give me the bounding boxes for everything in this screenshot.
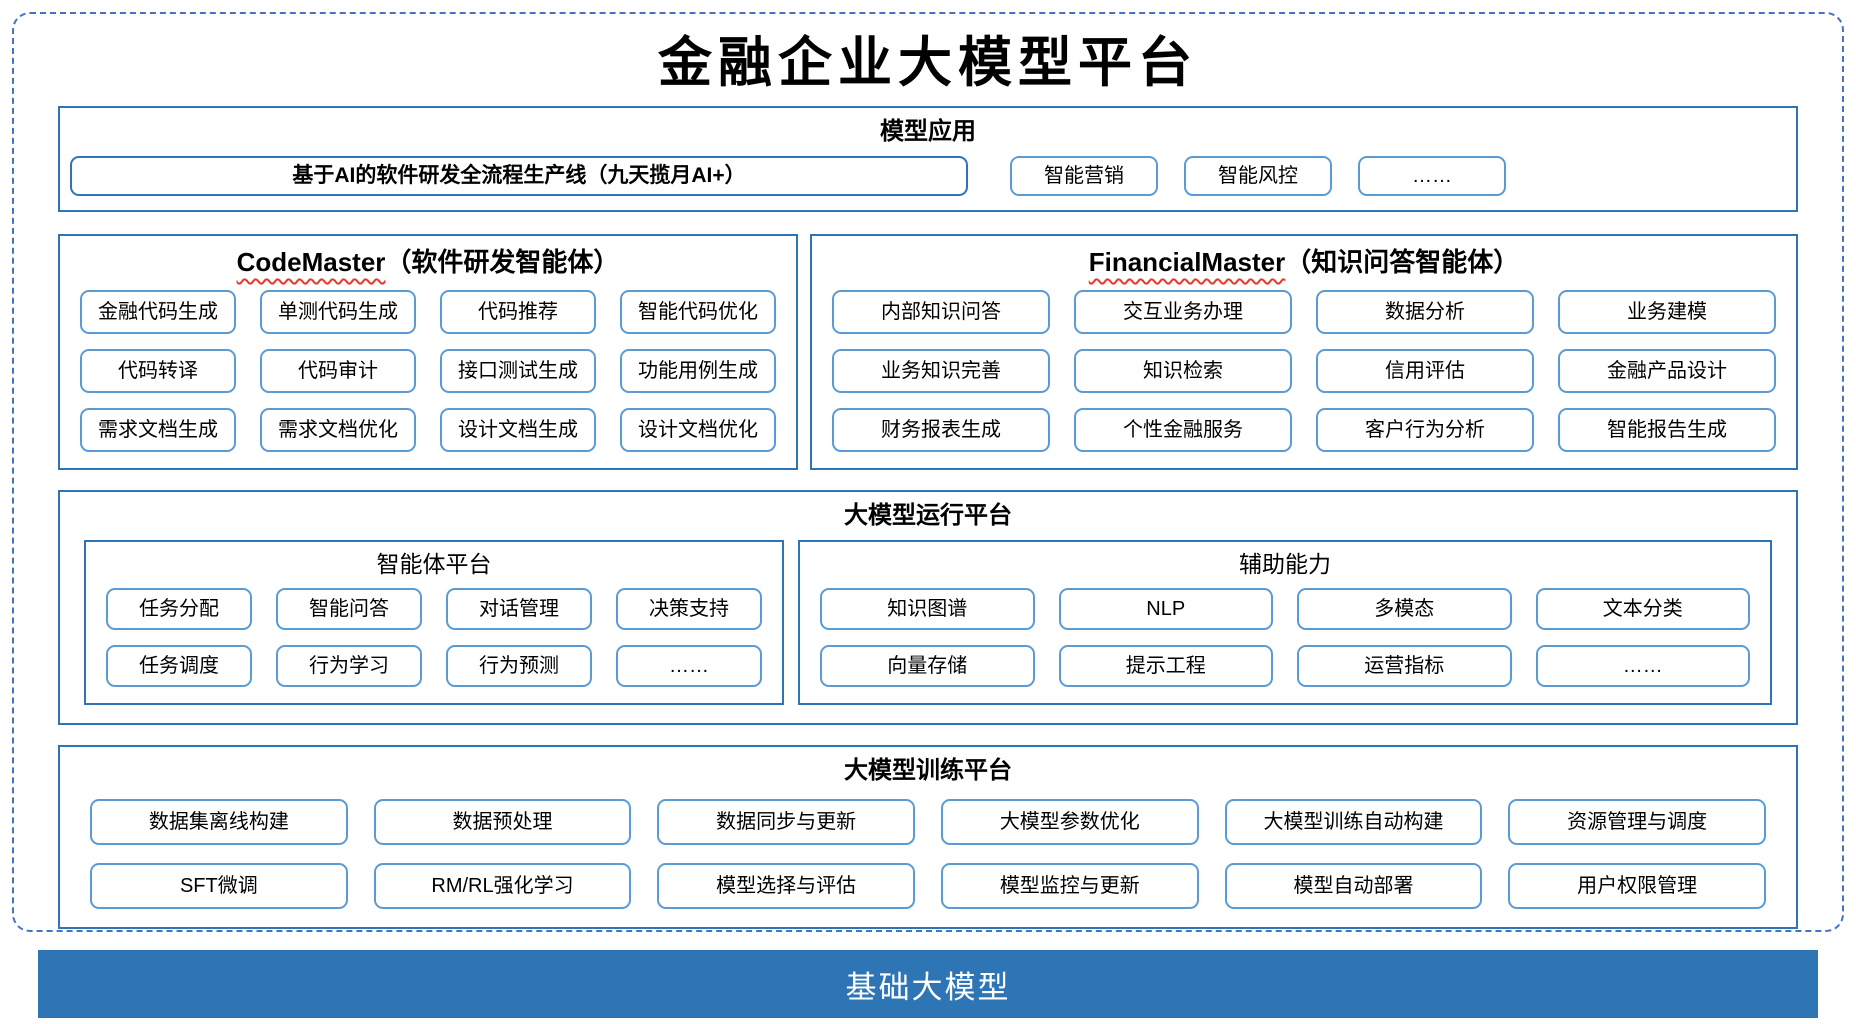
capability-pill: 提示工程 — [1058, 645, 1273, 687]
runtime-platform-title: 大模型运行平台 — [844, 502, 1012, 529]
pill-ai-dev-pipeline: 基于AI的软件研发全流程生产线（九天揽月AI+） — [70, 156, 968, 196]
capability-pill: 大模型训练自动构建 — [1224, 799, 1483, 845]
capability-pill: 任务调度 — [106, 645, 252, 687]
codemaster-grid: 金融代码生成 单测代码生成 代码推荐 智能代码优化 代码转译 代码审计 接口测试… — [80, 290, 776, 452]
foundation-model-bar: 基础大模型 — [38, 950, 1818, 1018]
capability-pill: 个性金融服务 — [1074, 408, 1292, 452]
capability-pill: 行为预测 — [446, 645, 592, 687]
capability-pill: 金融产品设计 — [1558, 349, 1776, 393]
capability-pill: 内部知识问答 — [832, 290, 1050, 334]
subsection-auxiliary-capabilities: 辅助能力 知识图谱 NLP 多模态 文本分类 向量存储 提示工程 运营指标 …… — [798, 540, 1772, 705]
codemaster-name: CodeMaster — [236, 247, 386, 277]
capability-pill: 向量存储 — [820, 645, 1035, 687]
capability-pill: 客户行为分析 — [1316, 408, 1534, 452]
capability-pill: 数据集离线构建 — [90, 799, 348, 845]
codemaster-title: CodeMaster（软件研发智能体） — [80, 244, 776, 280]
auxiliary-capabilities-title: 辅助能力 — [1239, 551, 1331, 577]
training-platform-title: 大模型训练平台 — [844, 757, 1012, 784]
capability-pill: 知识图谱 — [820, 588, 1035, 630]
capability-pill: 知识检索 — [1074, 349, 1292, 393]
capability-pill: 业务知识完善 — [832, 349, 1050, 393]
capability-pill: 模型自动部署 — [1224, 863, 1483, 909]
capability-pill: 代码转译 — [80, 349, 236, 393]
training-platform-grid: 数据集离线构建 数据预处理 数据同步与更新 大模型参数优化 大模型训练自动构建 … — [90, 799, 1766, 909]
capability-pill: 设计文档优化 — [620, 408, 776, 452]
capability-pill: 数据预处理 — [373, 799, 632, 845]
capability-pill: 单测代码生成 — [260, 290, 416, 334]
capability-pill: NLP — [1058, 588, 1273, 630]
capability-pill: 业务建模 — [1558, 290, 1776, 334]
capability-pill: 多模态 — [1297, 588, 1512, 630]
capability-pill: 大模型参数优化 — [940, 799, 1199, 845]
section-model-applications: 模型应用 基于AI的软件研发全流程生产线（九天揽月AI+） 智能营销 智能风控 … — [58, 106, 1798, 212]
capability-pill: SFT微调 — [90, 863, 348, 909]
capability-pill: 模型监控与更新 — [940, 863, 1199, 909]
financialmaster-name: FinancialMaster — [1088, 247, 1286, 277]
capability-pill: 智能报告生成 — [1558, 408, 1776, 452]
capability-pill: 代码审计 — [260, 349, 416, 393]
capability-pill: 行为学习 — [276, 645, 422, 687]
pill-ellipsis: …… — [1358, 156, 1506, 196]
section-financialmaster: FinancialMaster（知识问答智能体） 内部知识问答 交互业务办理 数… — [810, 234, 1798, 470]
pill-smart-marketing: 智能营销 — [1010, 156, 1158, 196]
capability-pill: …… — [1535, 645, 1750, 687]
capability-pill: 模型选择与评估 — [657, 863, 915, 909]
capability-pill: 信用评估 — [1316, 349, 1534, 393]
capability-pill: 设计文档生成 — [440, 408, 596, 452]
capability-pill: 数据分析 — [1316, 290, 1534, 334]
financialmaster-grid: 内部知识问答 交互业务办理 数据分析 业务建模 业务知识完善 知识检索 信用评估… — [832, 290, 1776, 452]
capability-pill: 智能代码优化 — [620, 290, 776, 334]
page-title: 金融企业大模型平台 — [658, 30, 1198, 94]
section-training-platform: 大模型训练平台 数据集离线构建 数据预处理 数据同步与更新 大模型参数优化 大模… — [58, 745, 1798, 929]
section-runtime-platform: 大模型运行平台 智能体平台 任务分配 智能问答 对话管理 决策支持 任务调度 行… — [58, 490, 1798, 725]
capability-pill: 需求文档优化 — [260, 408, 416, 452]
financialmaster-title: FinancialMaster（知识问答智能体） — [832, 244, 1776, 280]
capability-pill: 交互业务办理 — [1074, 290, 1292, 334]
model-applications-row: 基于AI的软件研发全流程生产线（九天揽月AI+） 智能营销 智能风控 …… — [70, 156, 1786, 196]
subsection-agent-platform: 智能体平台 任务分配 智能问答 对话管理 决策支持 任务调度 行为学习 行为预测… — [84, 540, 784, 705]
capability-pill: 智能问答 — [276, 588, 422, 630]
capability-pill: 文本分类 — [1535, 588, 1750, 630]
capability-pill: 用户权限管理 — [1508, 863, 1766, 909]
outer-dashed-frame: 金融企业大模型平台 模型应用 基于AI的软件研发全流程生产线（九天揽月AI+） … — [12, 12, 1844, 932]
capability-pill: 任务分配 — [106, 588, 252, 630]
financialmaster-subtitle: （知识问答智能体） — [1285, 247, 1520, 277]
capability-pill: 对话管理 — [446, 588, 592, 630]
agent-platform-title: 智能体平台 — [376, 551, 492, 577]
runtime-row: 智能体平台 任务分配 智能问答 对话管理 决策支持 任务调度 行为学习 行为预测… — [84, 540, 1772, 705]
section-codemaster: CodeMaster（软件研发智能体） 金融代码生成 单测代码生成 代码推荐 智… — [58, 234, 798, 470]
model-applications-title: 模型应用 — [880, 118, 976, 145]
capability-pill: 决策支持 — [616, 588, 762, 630]
capability-pill: 功能用例生成 — [620, 349, 776, 393]
capability-pill: 接口测试生成 — [440, 349, 596, 393]
agent-platform-grid: 任务分配 智能问答 对话管理 决策支持 任务调度 行为学习 行为预测 …… — [106, 588, 762, 687]
capability-pill: 代码推荐 — [440, 290, 596, 334]
capability-pill: 金融代码生成 — [80, 290, 236, 334]
capability-pill: RM/RL强化学习 — [373, 863, 632, 909]
capability-pill: 运营指标 — [1297, 645, 1512, 687]
capability-pill: 数据同步与更新 — [657, 799, 915, 845]
capability-pill: …… — [616, 645, 762, 687]
agents-row: CodeMaster（软件研发智能体） 金融代码生成 单测代码生成 代码推荐 智… — [58, 234, 1798, 470]
capability-pill: 财务报表生成 — [832, 408, 1050, 452]
capability-pill: 需求文档生成 — [80, 408, 236, 452]
capability-pill: 资源管理与调度 — [1508, 799, 1766, 845]
auxiliary-capabilities-grid: 知识图谱 NLP 多模态 文本分类 向量存储 提示工程 运营指标 …… — [820, 588, 1750, 687]
pill-smart-risk-control: 智能风控 — [1184, 156, 1332, 196]
codemaster-subtitle: （软件研发智能体） — [385, 247, 620, 277]
